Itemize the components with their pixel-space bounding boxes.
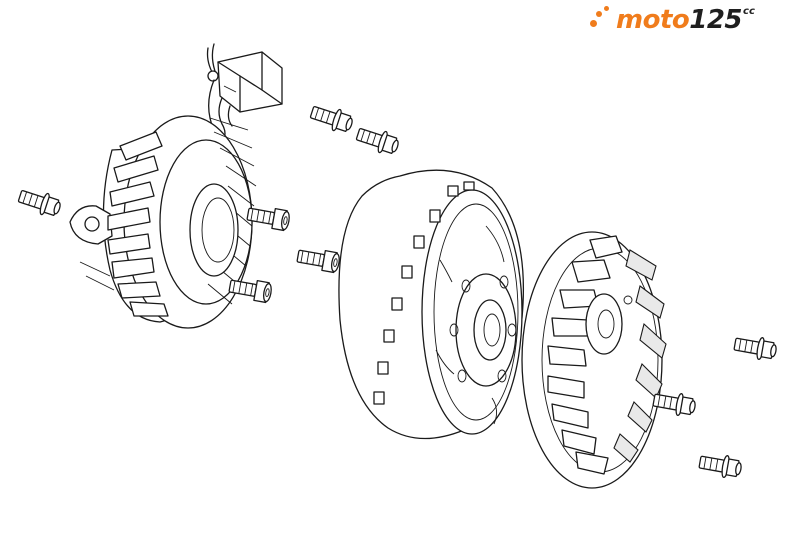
bolt bbox=[15, 184, 64, 220]
bolt bbox=[697, 450, 744, 481]
logo-superscript-cc: cc bbox=[743, 6, 755, 17]
bolt bbox=[732, 332, 779, 363]
bolt bbox=[307, 100, 356, 136]
cooling-fan bbox=[521, 231, 667, 489]
logo-text-125: 125 bbox=[689, 5, 743, 35]
bolt bbox=[227, 275, 274, 304]
moto125-logo: moto 125 cc bbox=[588, 4, 755, 40]
logo-text-moto: moto bbox=[616, 5, 690, 35]
stator-connector bbox=[206, 43, 283, 113]
bolt bbox=[353, 122, 402, 158]
bolt bbox=[245, 203, 292, 232]
stator bbox=[69, 43, 283, 329]
rotor bbox=[338, 169, 525, 440]
logo-dots-icon bbox=[588, 4, 614, 34]
bolt bbox=[295, 245, 342, 274]
